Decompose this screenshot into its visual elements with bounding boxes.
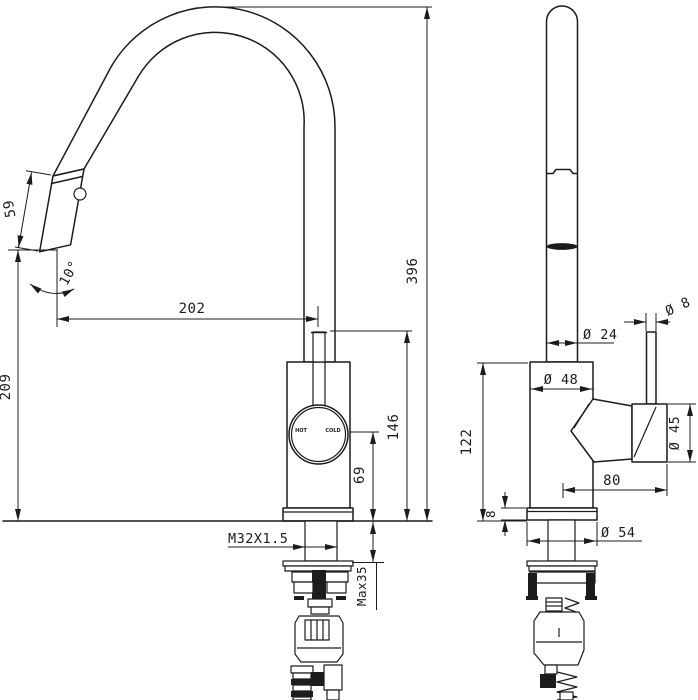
dim-lever-diameter: Ø 8 — [624, 294, 693, 331]
mounting-hardware-side — [282, 520, 354, 700]
thread-callout: M32X1.5 — [228, 531, 337, 550]
cold-label: COLD — [325, 428, 340, 434]
dim-spout-base-height: 146 — [330, 330, 412, 521]
dim-body-diameter: Ø 48 — [530, 372, 593, 392]
spout-stub — [312, 331, 326, 363]
dim-label-max35: Max35 — [354, 566, 369, 606]
mounting-bolt-side — [312, 570, 326, 600]
dim-base-height: 8 — [483, 492, 526, 536]
dim-reach: 202 — [57, 301, 319, 327]
mounting-bolt-right — [586, 573, 595, 598]
handle-lever-rod — [645, 331, 657, 405]
dim-label-o54: Ø 54 — [601, 525, 636, 541]
front-view: Ø 24 Ø 8 Ø 48 Ø 45 122 — [459, 5, 696, 700]
hose-fitting-black-side — [311, 672, 325, 686]
dim-label-202: 202 — [179, 301, 206, 317]
dim-label-8: 8 — [483, 510, 498, 518]
spray-head-seam-front — [546, 168, 578, 175]
side-view: HOT COLD — [0, 6, 433, 700]
cap-indicator — [288, 404, 349, 465]
dim-outlet-height: 209 — [0, 250, 21, 521]
dim-label-146: 146 — [386, 414, 402, 441]
gooseneck-spout — [52, 6, 336, 363]
handle-cylinder — [631, 403, 668, 463]
hose-spring-front — [556, 671, 578, 700]
dim-head-angle: 10° — [29, 250, 83, 327]
handle-assembly — [570, 331, 668, 463]
hot-label: HOT — [295, 428, 307, 434]
dim-label-209: 209 — [0, 374, 14, 401]
spray-button — [73, 187, 87, 201]
head-seam — [50, 175, 84, 185]
dim-label-10deg: 10° — [56, 258, 82, 288]
hose-connector-front — [533, 611, 585, 666]
dim-spout-diameter: Ø 24 — [546, 327, 618, 346]
dim-base-diameter: Ø 54 — [526, 522, 642, 546]
dim-head-length: 59 — [1, 170, 52, 252]
dim-body-height: 122 — [459, 362, 528, 521]
dim-label-122: 122 — [459, 429, 475, 456]
hose-spring-side — [290, 665, 314, 700]
dim-label-396: 396 — [405, 258, 421, 285]
dim-total-height: 396 — [215, 6, 432, 521]
dim-label-o48: Ø 48 — [544, 372, 579, 388]
faucet-body-side: HOT COLD — [282, 331, 354, 522]
spray-head — [38, 168, 87, 253]
mounting-bracket-front — [529, 571, 596, 584]
dim-label-o45: Ø 45 — [667, 416, 683, 451]
dim-handle-length: 80 — [562, 464, 668, 498]
dim-label-o24: Ø 24 — [583, 327, 618, 343]
hose-fitting-black-front — [540, 674, 556, 688]
dim-handle-diameter: Ø 45 — [667, 403, 696, 463]
spout-tube-front — [545, 5, 579, 363]
handle-cone — [570, 398, 633, 463]
mounting-hardware-front — [526, 519, 598, 700]
dim-label-thread: M32X1.5 — [228, 531, 288, 547]
dim-label-59: 59 — [1, 199, 20, 219]
base-flange-side — [282, 507, 354, 522]
base-flange-front — [526, 507, 598, 521]
threaded-shank-side — [304, 520, 338, 562]
dim-max-thickness: Max35 — [352, 522, 384, 610]
dim-label-69: 69 — [352, 466, 368, 484]
dim-label-80: 80 — [603, 473, 621, 489]
dim-cartridge-center-height: 69 — [350, 431, 379, 521]
spray-outlet-front — [546, 243, 578, 250]
mounting-bolt-left — [528, 573, 537, 598]
dim-label-o8: Ø 8 — [663, 294, 693, 319]
